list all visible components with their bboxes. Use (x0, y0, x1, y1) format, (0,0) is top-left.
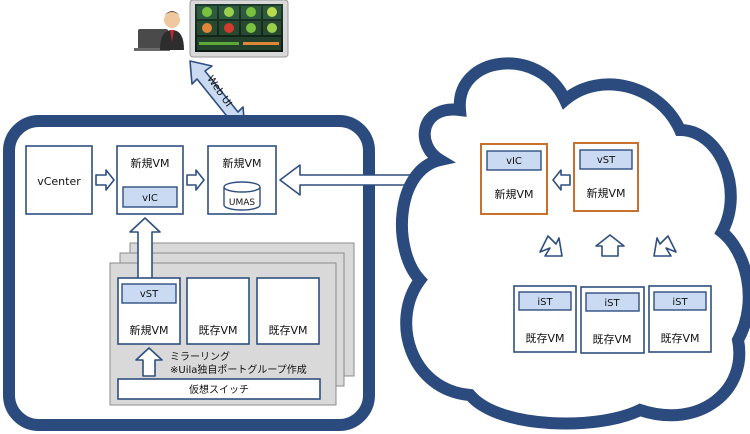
arrow-up-ist-2 (595, 234, 625, 257)
vcenter-box: vCenter (25, 145, 93, 215)
arrow-vcenter-to-vm (95, 169, 115, 191)
mirroring-note: ※Uila独自ポートグループ作成 (170, 363, 307, 376)
virtual-switch-label: 仮想スイッチ (189, 383, 249, 396)
ist-label: iST (537, 297, 553, 308)
existing-vm-box: 既存VM (186, 277, 250, 345)
cloud-vst-label: vST (597, 155, 616, 166)
vst-label: vST (140, 289, 159, 300)
existing-vm-label: 既存VM (198, 323, 237, 337)
existing-vm-label: 既存VM (268, 323, 307, 337)
umas-label: UMAS (229, 198, 256, 208)
arrow-cloud-vst-to-vic (552, 169, 571, 191)
arrow-mirroring (135, 347, 163, 377)
new-vm-vst-box: vST 新規VM (117, 277, 181, 345)
new-vm-umas-box: 新規VM UMAS (207, 145, 277, 215)
ist-vm-label: 既存VM (525, 331, 564, 345)
cloud-vst-vm-label: 新規VM (586, 186, 625, 200)
existing-vm-box: 既存VM (256, 277, 320, 345)
arrow-up-ist-3 (653, 235, 677, 257)
new-vm-vic-box: 新規VM vIC (116, 145, 184, 215)
vic-label: vIC (142, 193, 158, 204)
cloud-vst-box: vST 新規VM (573, 142, 639, 212)
ist-label: iST (672, 297, 688, 308)
vcenter-label: vCenter (37, 175, 81, 188)
mirroring-label: ミラーリング (170, 350, 230, 363)
cloud-vic-vm-label: 新規VM (494, 187, 533, 201)
new-vm-label: 新規VM (129, 323, 168, 337)
arrow-up-ist-1 (539, 235, 563, 257)
cloud-vic-label: vIC (506, 156, 522, 167)
virtual-switch-box: 仮想スイッチ (117, 378, 321, 400)
ist-label: iST (604, 298, 620, 309)
new-vm-label: 新規VM (130, 156, 169, 170)
dashboard-monitor-icon (189, 0, 289, 58)
ist-vm-label: 既存VM (660, 331, 699, 345)
arrow-vm-to-umas (186, 169, 205, 191)
cloud-ist-box: iST 既存VM (648, 285, 712, 353)
user-at-laptop-icon (134, 11, 184, 51)
cloud-ist-box: iST 既存VM (513, 285, 577, 353)
cloud-vic-box: vIC 新規VM (480, 143, 548, 215)
new-vm-label: 新規VM (222, 156, 261, 170)
cloud-ist-box: iST 既存VM (580, 286, 645, 354)
cloud-shape (396, 57, 750, 430)
ist-vm-label: 既存VM (592, 332, 631, 346)
